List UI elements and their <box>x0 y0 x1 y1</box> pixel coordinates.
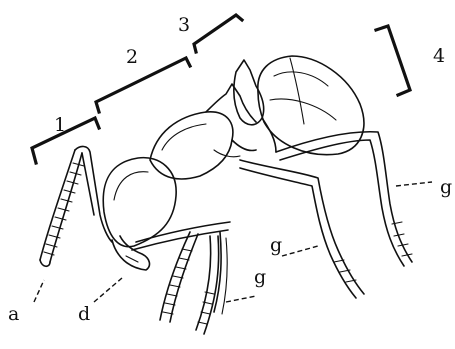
label-leg-g-middle: g <box>270 234 282 256</box>
leader-lines <box>34 182 432 302</box>
label-segment-2: 2 <box>126 46 138 68</box>
bracket-2 <box>96 58 190 112</box>
head <box>103 158 176 247</box>
thorax <box>150 84 256 179</box>
label-segment-4: 4 <box>433 45 445 67</box>
lower-leg <box>214 232 227 314</box>
label-antenna: a <box>8 303 19 325</box>
label-leg-g-lower: g <box>254 266 266 288</box>
petiole <box>234 60 276 152</box>
bracket-3 <box>194 15 242 52</box>
label-leg-g-right: g <box>440 176 452 198</box>
foreleg-2 <box>196 236 219 334</box>
bracket-4 <box>376 26 410 95</box>
label-mandible: d <box>78 303 90 325</box>
label-segment-1: 1 <box>54 114 66 136</box>
label-segment-3: 3 <box>178 14 190 36</box>
antenna <box>40 146 112 266</box>
